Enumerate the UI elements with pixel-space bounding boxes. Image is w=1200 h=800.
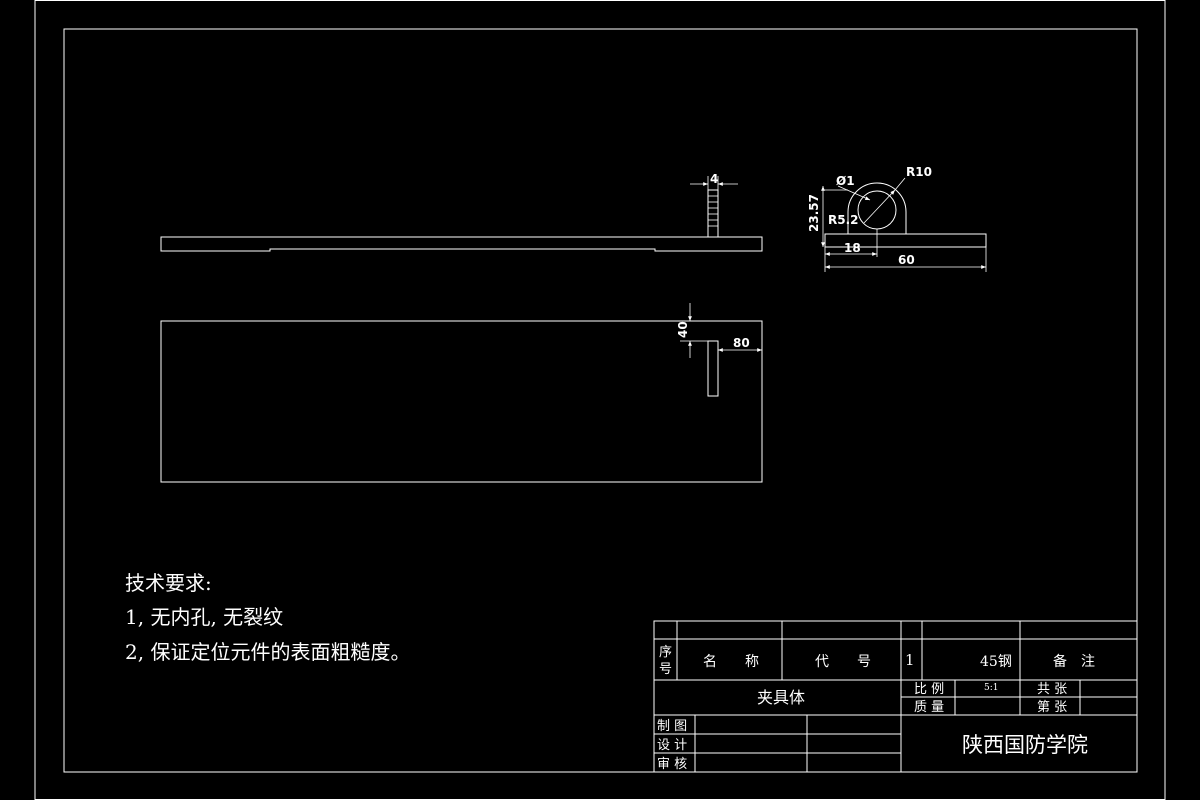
- end-view: R10 Ø1 R5.2 23.57 18 60: [807, 165, 987, 272]
- seq-label-1: 序: [659, 645, 672, 660]
- scale-value: 5:1: [984, 683, 998, 693]
- mass-label: 质 量: [914, 700, 944, 715]
- name-label: 名 称: [703, 654, 759, 670]
- material-value: 45钢: [980, 654, 1012, 670]
- dim-dia-1: Ø1: [836, 174, 855, 188]
- technical-requirements: 技术要求: 1, 无内孔, 无裂纹 2, 保证定位元件的表面粗糙度。: [125, 571, 410, 664]
- dim-len-60: 60: [898, 253, 915, 267]
- tech-req-item-1: 1, 无内孔, 无裂纹: [125, 605, 283, 629]
- qty-value: 1: [905, 651, 915, 669]
- design-label: 设 计: [657, 738, 687, 753]
- scale-label: 比 例: [914, 682, 944, 697]
- dim-height-23-57: 23.57: [807, 194, 821, 232]
- dim-len-80: 80: [733, 336, 750, 350]
- tech-req-item-2: 2, 保证定位元件的表面粗糙度。: [125, 640, 410, 664]
- dim-r10: R10: [906, 165, 932, 179]
- tech-req-heading: 技术要求:: [125, 571, 212, 595]
- top-view: 40 80: [160, 303, 763, 483]
- total-sheets-label: 共 张: [1037, 682, 1067, 697]
- side-view: 4: [160, 172, 763, 252]
- part-name: 夹具体: [757, 688, 805, 707]
- inner-border: [63, 28, 1138, 773]
- dim-r5-2: R5.2: [828, 213, 859, 227]
- dim-width-4: 4: [710, 172, 718, 186]
- drawn-label: 制 图: [657, 719, 687, 734]
- seq-label-2: 号: [659, 662, 672, 677]
- dim-len-40: 40: [676, 321, 690, 338]
- code-label: 代 号: [815, 654, 871, 670]
- review-label: 审 核: [657, 757, 687, 772]
- dim-len-18: 18: [844, 241, 861, 255]
- title-block: 序 号 名 称 代 号 1 45钢 备 注 夹具体 比 例 5:1 共 张 质 …: [653, 620, 1138, 773]
- sheet-no-label: 第 张: [1037, 700, 1067, 715]
- remark-label: 备 注: [1053, 653, 1095, 670]
- school-name: 陕西国防学院: [962, 733, 1088, 757]
